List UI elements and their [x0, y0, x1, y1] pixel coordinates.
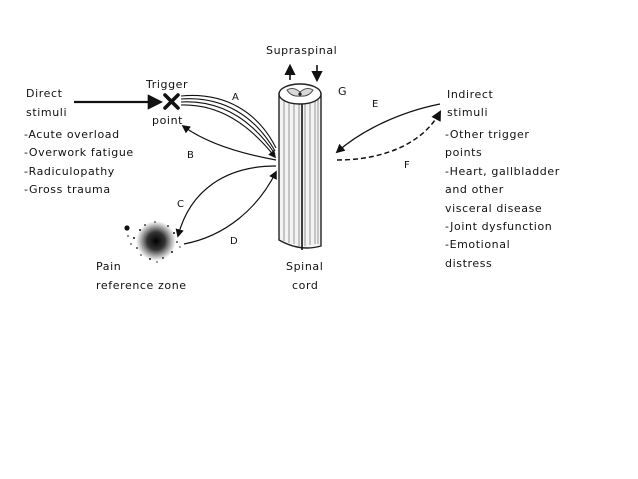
pain-zone-label-line2: reference zone: [96, 279, 187, 292]
list-item: -Joint dysfunction: [445, 220, 553, 234]
list-item: -Heart, gallbladder: [445, 164, 560, 178]
direct-stimuli-label-line2: stimuli: [26, 106, 68, 119]
path-d-arrow: [183, 170, 277, 245]
list-item: points: [445, 146, 483, 160]
path-a-arrows: [180, 94, 277, 159]
direct-causes-list: -Acute overload -Overwork fatigue -Radic…: [24, 126, 134, 200]
supraspinal-label: Supraspinal: [266, 44, 338, 57]
point-label: point: [152, 114, 184, 127]
path-f-label: F: [404, 160, 411, 171]
indirect-stimuli-label-line1: Indirect: [447, 88, 494, 101]
spinal-cord-illustration: [278, 83, 322, 250]
indirect-causes-list: -Other trigger points -Heart, gallbladde…: [445, 126, 560, 273]
indirect-stimuli-label-line2: stimuli: [447, 106, 489, 119]
list-item: distress: [445, 256, 493, 270]
path-b-arrow: [181, 125, 277, 161]
path-d-label: D: [230, 236, 239, 247]
trigger-point-x-icon: [163, 93, 180, 110]
list-item: and other: [445, 183, 504, 197]
path-b-label: B: [187, 150, 195, 161]
spinal-cord-label-line1: Spinal: [286, 260, 324, 273]
path-a-label: A: [232, 92, 240, 103]
pain-reference-zone-icon: [124, 221, 181, 263]
list-item: -Overwork fatigue: [24, 146, 134, 160]
trigger-label: Trigger: [146, 78, 189, 91]
path-c-arrow: [175, 165, 277, 238]
path-c-label: C: [177, 199, 185, 210]
path-e-label: E: [372, 99, 379, 110]
spinal-cord-label-line2: cord: [292, 279, 319, 292]
list-item: -Acute overload: [24, 128, 120, 141]
pain-zone-label-line1: Pain: [96, 260, 122, 273]
path-e-arrow: [335, 103, 441, 154]
list-item: visceral disease: [445, 201, 543, 215]
path-f-dashed-arrow: [336, 110, 441, 161]
direct-stimuli-label-line1: Direct: [26, 87, 63, 100]
list-item: -Radiculopathy: [24, 164, 115, 178]
list-item: -Emotional: [445, 238, 511, 252]
path-g-label: G: [338, 85, 348, 98]
list-item: -Other trigger: [445, 128, 530, 141]
list-item: -Gross trauma: [24, 183, 111, 197]
